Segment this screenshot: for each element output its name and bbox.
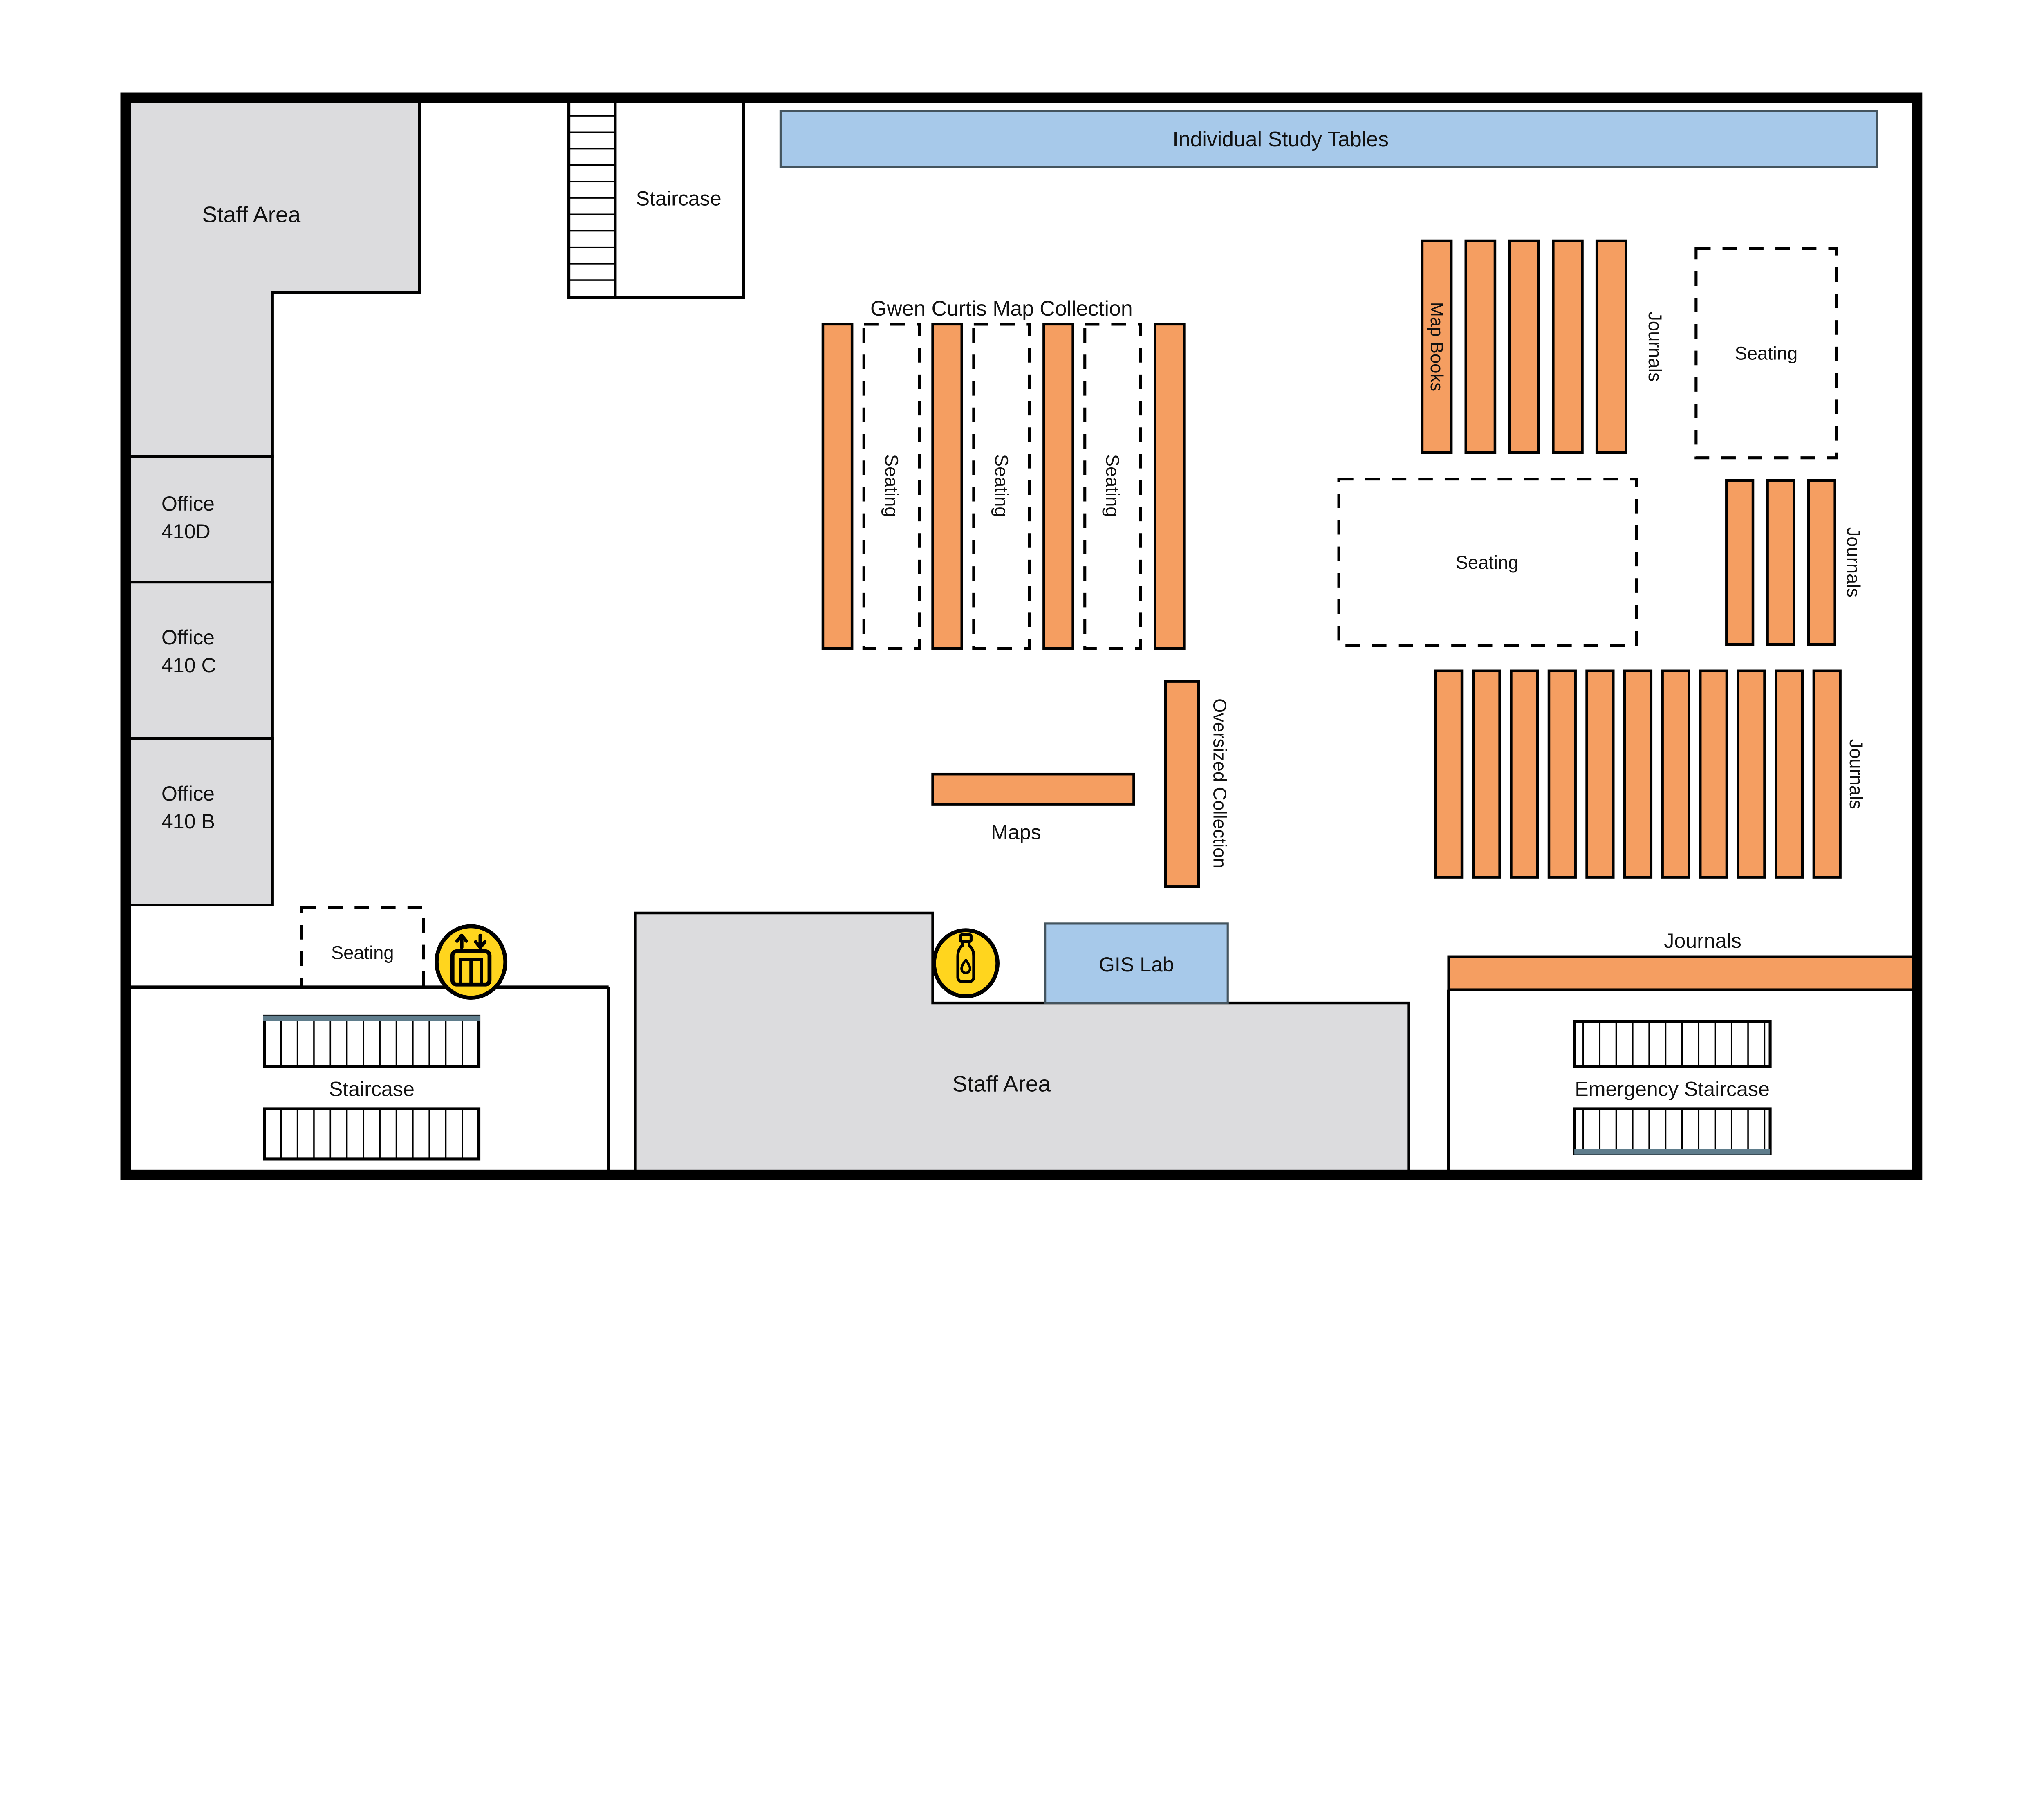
office-410d-label-line2: 410D xyxy=(161,520,211,543)
seating-zone-aisle-1 xyxy=(862,323,921,650)
seating-aisle-2-label: Seating xyxy=(991,454,1012,517)
emergency-staircase-steps-upper xyxy=(1573,1020,1772,1068)
staff-area-top-label: Staff Area xyxy=(202,202,301,227)
seating-zone-middle-right xyxy=(1337,477,1638,647)
map-collection-shelf xyxy=(1154,323,1186,650)
seating-middle-right-label: Seating xyxy=(1456,552,1519,573)
map-books-label: Map Books xyxy=(1427,302,1447,391)
seating-zone-bottom-left xyxy=(300,906,425,989)
seating-zone-aisle-2 xyxy=(972,323,1031,650)
journals-shelf-block xyxy=(1547,669,1577,879)
staircase-top-steps xyxy=(567,99,617,299)
map-books-shelf xyxy=(1421,239,1453,454)
journals-shelf-block xyxy=(1623,669,1653,879)
journals-shelf-middle xyxy=(1807,479,1836,646)
map-books-shelf xyxy=(1552,239,1584,454)
map-collection-shelf xyxy=(1042,323,1074,650)
journals-label-bottom: Journals xyxy=(1664,929,1741,952)
staircase-bottom-steps-upper xyxy=(263,1014,481,1068)
office-410b-label-line2: 410 B xyxy=(161,810,215,833)
journals-label-middle-right: Journals xyxy=(1843,527,1864,597)
journals-shelf-block xyxy=(1812,669,1842,879)
journals-label-top-right: Journals xyxy=(1645,312,1665,381)
journals-label-lower-right: Journals xyxy=(1846,739,1867,809)
seating-bottom-left-label: Seating xyxy=(331,942,394,963)
individual-study-tables-label: Individual Study Tables xyxy=(1172,127,1389,151)
journals-shelf-block xyxy=(1737,669,1766,879)
emergency-staircase-steps-lower xyxy=(1573,1107,1772,1155)
library-floor-plan: Staff Area Office 410D Office 410 C Offi… xyxy=(120,92,1923,1180)
journals-shelf-block xyxy=(1472,669,1501,879)
journals-shelf-block xyxy=(1661,669,1690,879)
office-410b xyxy=(124,737,274,906)
map-books-shelf xyxy=(1595,239,1627,454)
staircase-bottom-label: Staircase xyxy=(329,1077,415,1100)
staircase-top-label: Staircase xyxy=(636,187,722,210)
journals-shelf-block xyxy=(1510,669,1539,879)
journals-shelf-block xyxy=(1434,669,1464,879)
staircase-top-room xyxy=(614,99,745,299)
seating-zone-top-right xyxy=(1694,247,1838,460)
gis-lab-label: GIS Lab xyxy=(1099,953,1174,976)
emergency-staircase-label: Emergency Staircase xyxy=(1575,1077,1770,1100)
water-bottle-icon xyxy=(932,928,1000,998)
office-410d xyxy=(124,455,274,584)
map-collection-shelf xyxy=(931,323,963,650)
office-410b-label-line1: Office xyxy=(161,782,215,805)
seating-zone-aisle-3 xyxy=(1083,323,1142,650)
floor-outline xyxy=(120,92,1923,1180)
map-collection-shelf xyxy=(821,323,854,650)
office-410c-label-line2: 410 C xyxy=(161,654,216,677)
journals-shelf-block xyxy=(1585,669,1615,879)
journals-shelf-block xyxy=(1699,669,1728,879)
gis-lab-zone xyxy=(1044,922,1229,1004)
staircase-bottom-steps-lower xyxy=(263,1107,481,1161)
oversized-collection-shelf xyxy=(1164,680,1200,888)
office-410d-label-line1: Office xyxy=(161,492,215,515)
office-410c xyxy=(124,581,274,740)
oversized-collection-label: Oversized Collection xyxy=(1209,698,1230,868)
map-collection-label: Gwen Curtis Map Collection xyxy=(870,296,1133,320)
journals-shelf-middle xyxy=(1766,479,1795,646)
seating-top-right-label: Seating xyxy=(1735,343,1798,364)
seating-aisle-3-label: Seating xyxy=(1102,454,1123,517)
elevator-icon xyxy=(435,924,508,1000)
journals-shelf-block xyxy=(1775,669,1804,879)
maps-shelf xyxy=(931,772,1135,806)
journals-shelf-bottom xyxy=(1447,955,1914,991)
office-410c-label-line1: Office xyxy=(161,626,215,649)
journals-shelf-middle xyxy=(1725,479,1755,646)
staff-area-bottom-label: Staff Area xyxy=(953,1071,1051,1096)
map-books-shelf xyxy=(1464,239,1497,454)
map-books-shelf xyxy=(1508,239,1540,454)
individual-study-tables-zone xyxy=(779,110,1878,168)
maps-label: Maps xyxy=(991,821,1041,844)
seating-aisle-1-label: Seating xyxy=(881,454,902,517)
